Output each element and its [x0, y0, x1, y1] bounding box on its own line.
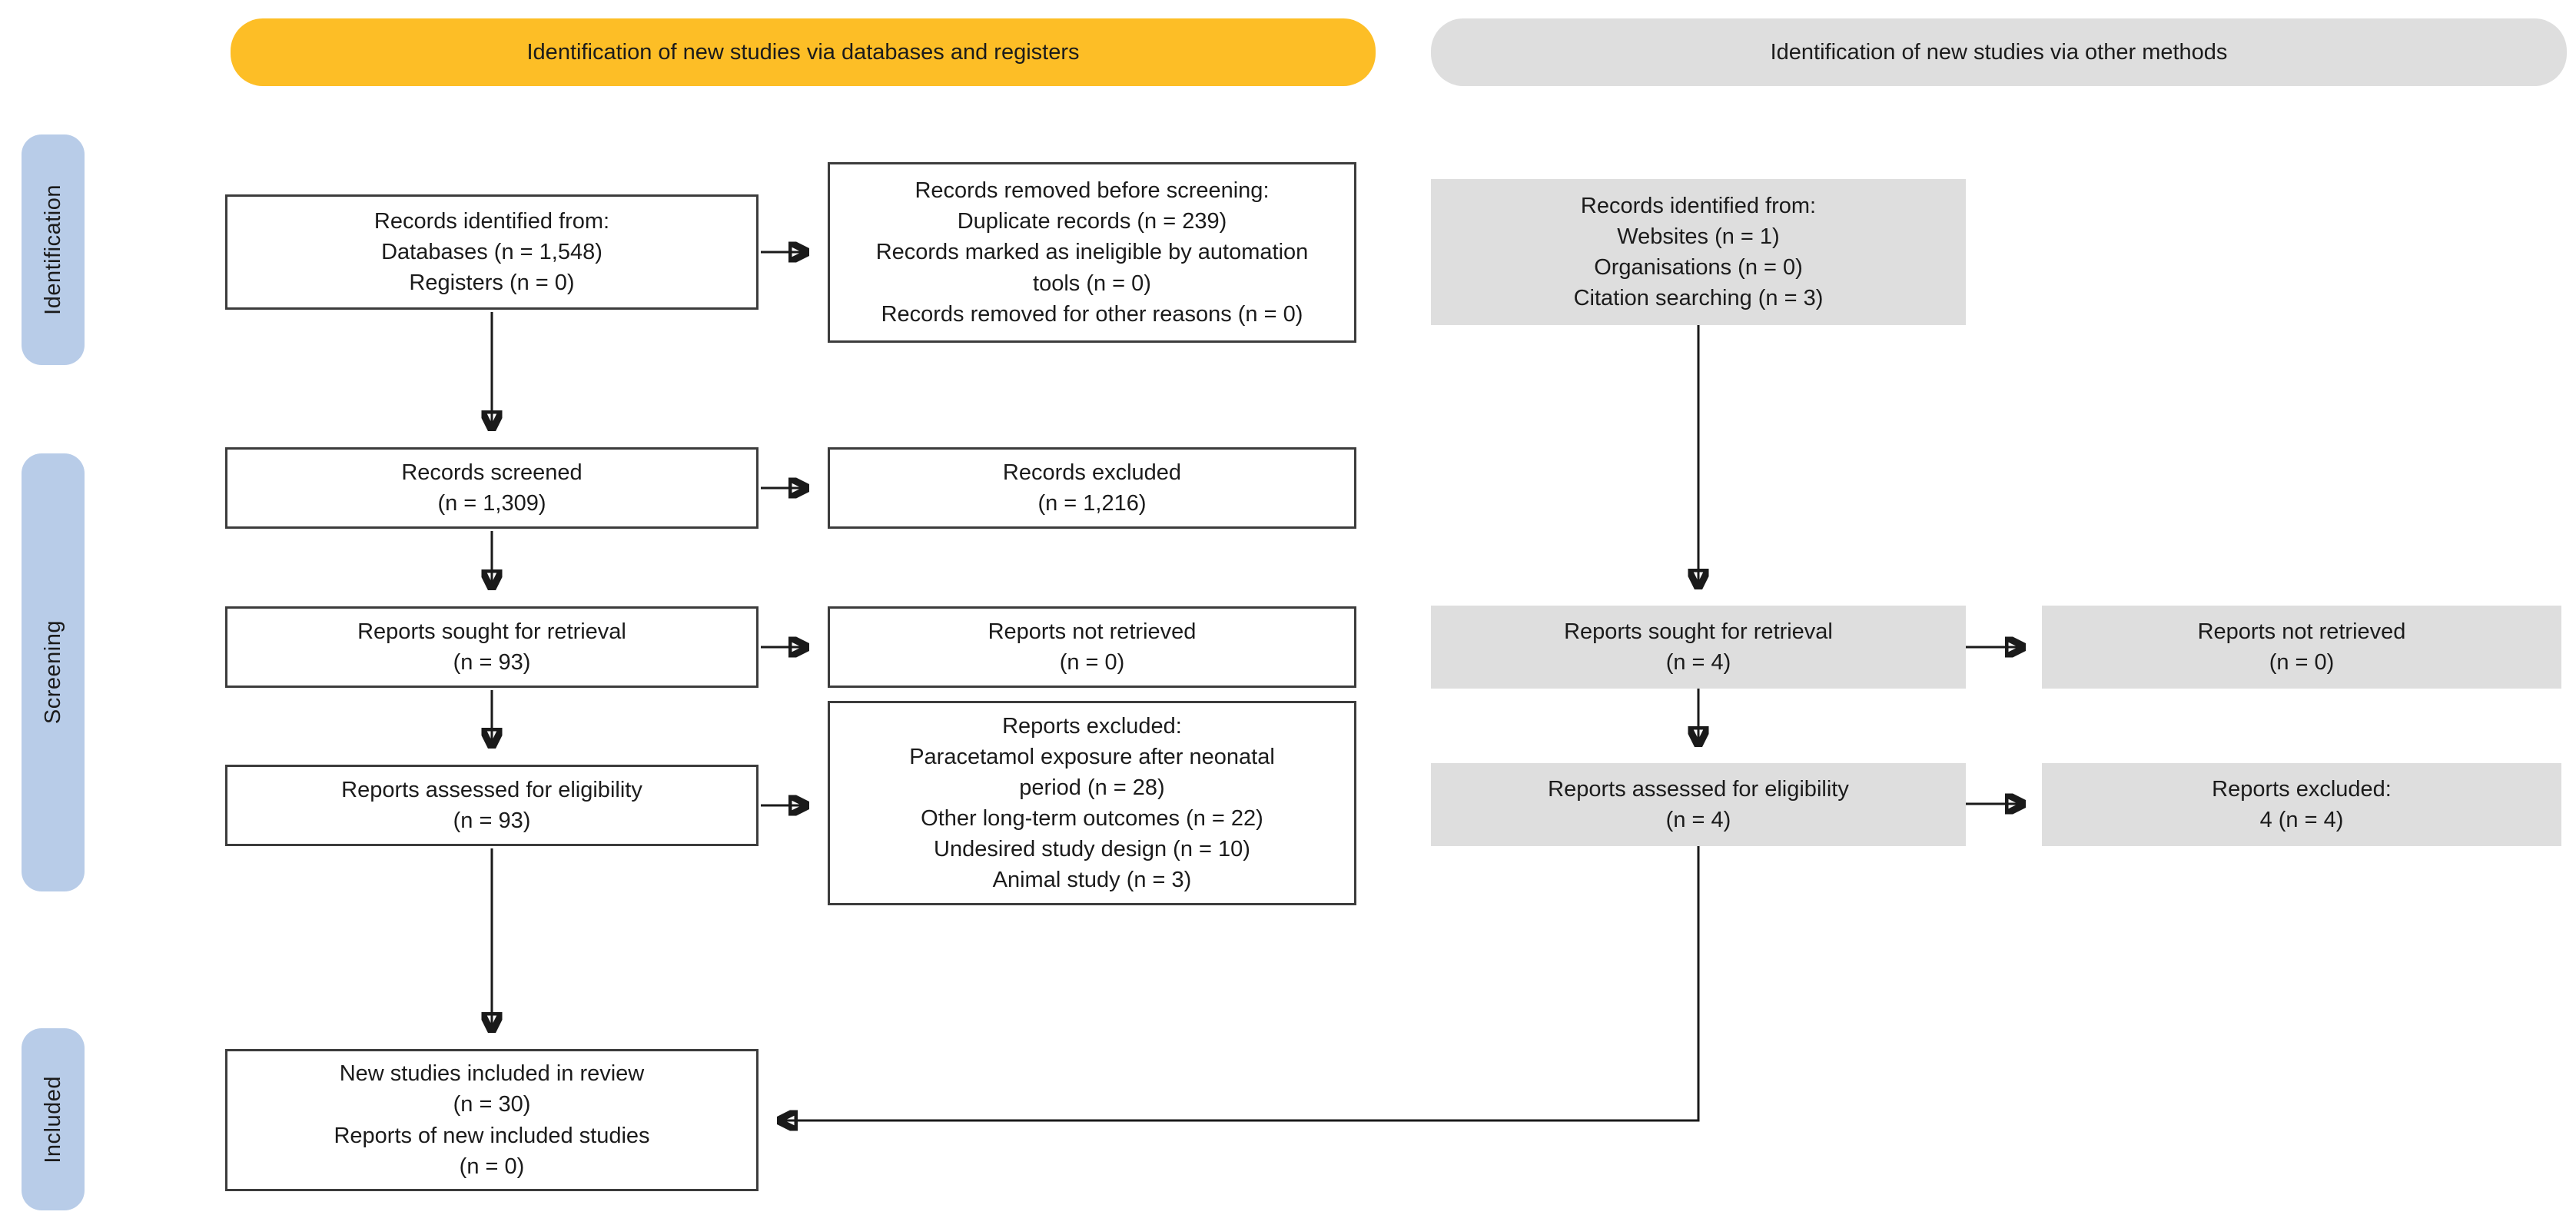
box-other-reports-sought: Reports sought for retrieval (n = 4) [1431, 606, 1966, 689]
box-reports-sought: Reports sought for retrieval (n = 93) [225, 606, 759, 688]
box-new-studies-included: New studies included in review (n = 30) … [225, 1049, 759, 1191]
stage-included-label: Included [40, 1075, 65, 1164]
box-records-excluded: Records excluded (n = 1,216) [828, 447, 1356, 529]
box-reports-excluded-detail: Reports excluded: Paracetamol exposure a… [828, 701, 1356, 905]
box-other-reports-excluded: Reports excluded: 4 (n = 4) [2042, 763, 2561, 846]
stage-screening-label: Screening [40, 620, 65, 725]
box-records-identified-databases: Records identified from: Databases (n = … [225, 194, 759, 310]
box-reports-assessed: Reports assessed for eligibility (n = 93… [225, 765, 759, 846]
box-other-reports-assessed: Reports assessed for eligibility (n = 4) [1431, 763, 1966, 846]
header-other-methods: Identification of new studies via other … [1431, 18, 2567, 86]
box-records-removed-before-screening: Records removed before screening: Duplic… [828, 162, 1356, 343]
header-databases-registers: Identification of new studies via databa… [231, 18, 1376, 86]
stage-included: Included [22, 1028, 85, 1210]
box-records-screened: Records screened (n = 1,309) [225, 447, 759, 529]
box-records-identified-other: Records identified from: Websites (n = 1… [1431, 179, 1966, 325]
box-other-reports-not-retrieved: Reports not retrieved (n = 0) [2042, 606, 2561, 689]
stage-identification: Identification [22, 134, 85, 365]
stage-screening: Screening [22, 453, 85, 891]
stage-identification-label: Identification [40, 184, 65, 315]
box-reports-not-retrieved: Reports not retrieved (n = 0) [828, 606, 1356, 688]
